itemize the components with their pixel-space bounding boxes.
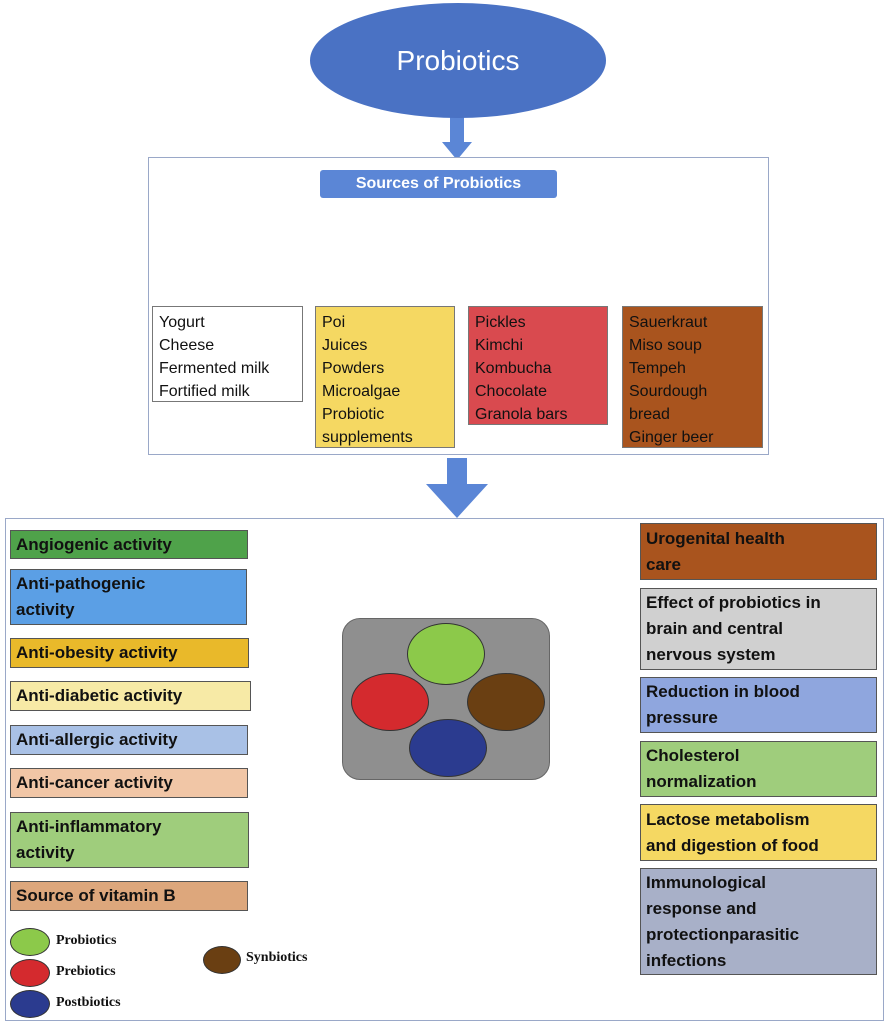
source-item: Ginger beer — [629, 429, 714, 446]
activity-label: Anti-inflammatory activity — [16, 817, 162, 862]
source-item: bread — [629, 406, 670, 423]
legend-probiotics-swatch — [10, 928, 50, 956]
biotics-center-box — [342, 618, 550, 780]
source-item: Powders — [322, 360, 385, 377]
activity-immunological: Immunological response and protectionpar… — [640, 868, 877, 975]
source-group-juices: Poi Juices Powders Microalgae Probiotic … — [315, 306, 455, 448]
synbiotics-oval — [467, 673, 545, 731]
activity-label: Lactose metabolism and digestion of food — [646, 809, 819, 855]
source-item: Cheese — [159, 337, 215, 354]
activity-lactose: Lactose metabolism and digestion of food — [640, 804, 877, 861]
legend-synbiotics-swatch — [203, 946, 241, 974]
activity-anti-inflammatory: Anti-inflammatory activity — [10, 812, 249, 868]
source-group-fermented: Sauerkraut Miso soup Tempeh Sourdough br… — [622, 306, 763, 448]
activity-label: Anti-cancer activity — [16, 773, 173, 792]
activity-label: Cholesterol normalization — [646, 746, 757, 791]
activity-label: Anti-obesity activity — [16, 643, 178, 662]
probiotics-oval — [407, 623, 485, 685]
source-item: Sauerkraut — [629, 314, 708, 331]
source-item: supplements — [322, 429, 413, 446]
down-arrow-middle-icon — [426, 458, 488, 518]
activity-anti-allergic: Anti-allergic activity — [10, 725, 248, 755]
source-item: Kimchi — [475, 337, 524, 354]
activity-cholesterol: Cholesterol normalization — [640, 741, 877, 797]
page-title: Probiotics — [396, 44, 520, 76]
source-item: Pickles — [475, 314, 526, 331]
activity-anti-diabetic: Anti-diabetic activity — [10, 681, 251, 711]
source-group-dairy: Yogurt Cheese Fermented milk Fortified m… — [152, 306, 303, 402]
source-item: Juices — [322, 337, 368, 354]
activity-label: Anti-diabetic activity — [16, 686, 183, 705]
source-item: Yogurt — [159, 314, 205, 331]
down-arrow-top-icon — [442, 116, 472, 160]
legend-prebiotics-swatch — [10, 959, 50, 987]
source-item: Kombucha — [475, 360, 552, 377]
source-group-pickles: Pickles Kimchi Kombucha Chocolate Granol… — [468, 306, 608, 425]
activity-label: Urogenital health care — [646, 528, 785, 574]
probiotics-title-ellipse: Probiotics — [310, 3, 606, 118]
activity-anti-obesity: Anti-obesity activity — [10, 638, 249, 668]
activity-label: Immunological response and protectionpar… — [646, 872, 800, 970]
activity-label: Effect of probiotics in brain and centra… — [646, 593, 821, 664]
activity-angiogenic: Angiogenic activity — [10, 530, 248, 559]
legend-postbiotics-label: Postbiotics — [56, 995, 121, 1010]
legend-probiotics-label: Probiotics — [56, 933, 117, 948]
activity-anti-pathogenic: Anti-pathogenic activity — [10, 569, 247, 625]
activity-vitamin-b: Source of vitamin B — [10, 881, 248, 911]
source-item: Probiotic — [322, 406, 385, 423]
source-item: Miso soup — [629, 337, 702, 354]
sources-header: Sources of Probiotics — [320, 170, 557, 198]
source-item: Sourdough — [629, 383, 708, 400]
activity-anti-cancer: Anti-cancer activity — [10, 768, 248, 798]
source-item: Granola bars — [475, 406, 568, 423]
legend-prebiotics-label: Prebiotics — [56, 964, 116, 979]
source-item: Fortified milk — [159, 383, 250, 400]
source-item: Chocolate — [475, 383, 548, 400]
activity-label: Anti-pathogenic activity — [16, 574, 146, 619]
activity-label: Reduction in blood pressure — [646, 682, 800, 727]
source-item: Poi — [322, 314, 346, 331]
legend-postbiotics-swatch — [10, 990, 50, 1018]
activity-label: Source of vitamin B — [16, 886, 176, 905]
postbiotics-oval — [409, 719, 487, 777]
prebiotics-oval — [351, 673, 429, 731]
activity-blood-pressure: Reduction in blood pressure — [640, 677, 877, 733]
activity-label: Anti-allergic activity — [16, 730, 178, 749]
source-item: Tempeh — [629, 360, 686, 377]
legend-synbiotics-label: Synbiotics — [246, 950, 308, 965]
source-item: Fermented milk — [159, 360, 270, 377]
activity-urogenital: Urogenital health care — [640, 523, 877, 580]
source-item: Microalgae — [322, 383, 401, 400]
activity-brain-cns: Effect of probiotics in brain and centra… — [640, 588, 877, 670]
activity-label: Angiogenic activity — [16, 534, 172, 554]
